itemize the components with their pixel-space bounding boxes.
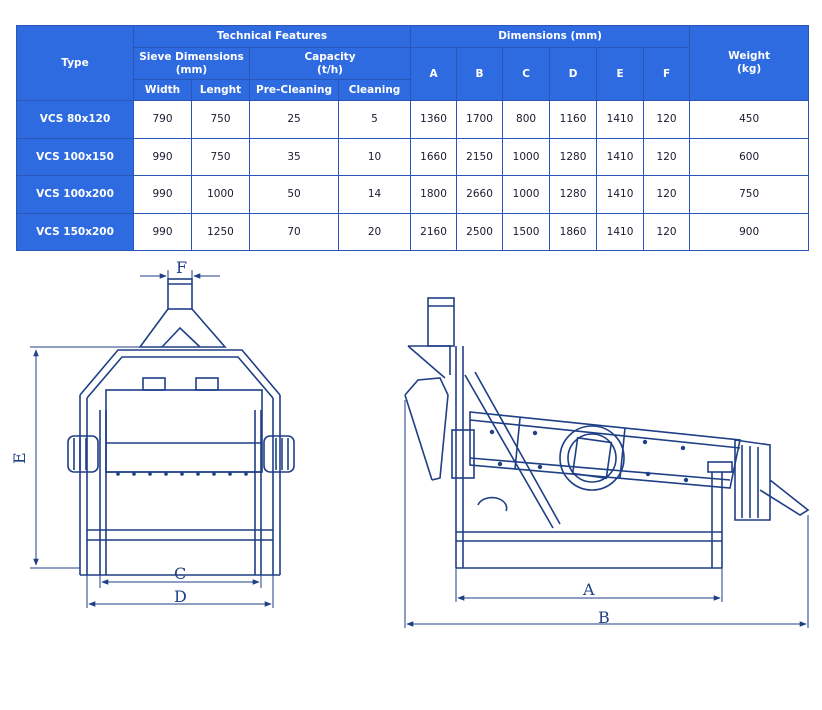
label-b: B: [598, 608, 610, 627]
label-a: A: [582, 580, 595, 599]
cell-e: 1410: [596, 175, 645, 214]
cell-pre-cleaning: 25: [249, 100, 339, 139]
cell-weight: 750: [689, 175, 810, 214]
cell-c: 1500: [502, 212, 551, 251]
cell-pre-cleaning: 70: [249, 212, 339, 251]
header-d: D: [549, 47, 598, 101]
side-view-bolts: [489, 429, 689, 483]
cell-c: 800: [502, 100, 551, 139]
header-f: F: [643, 47, 691, 101]
header-cleaning: Cleaning: [337, 79, 412, 101]
cell-width: 990: [133, 175, 192, 214]
cell-d: 1280: [549, 175, 598, 214]
cell-e: 1410: [596, 100, 645, 139]
cell-pre-cleaning: 35: [249, 137, 339, 176]
row-type: VCS 80x120: [16, 100, 134, 139]
machine-drawings: F E C D: [10, 258, 810, 628]
table-row: VCS 80x120 790 750 25 5 1360 1700 800 11…: [16, 100, 810, 139]
cell-f: 120: [643, 175, 691, 214]
cell-d: 1160: [549, 100, 598, 139]
cell-d: 1860: [549, 212, 598, 251]
row-type: VCS 100x150: [16, 137, 134, 176]
cell-f: 120: [643, 212, 691, 251]
cell-width: 990: [133, 212, 192, 251]
side-view-drawing: [404, 297, 810, 569]
header-lenght: Lenght: [191, 79, 250, 101]
cell-f: 120: [643, 100, 691, 139]
header-capacity: Capacity (t/h): [248, 47, 412, 80]
cell-f: 120: [643, 137, 691, 176]
row-type: VCS 100x200: [16, 175, 134, 214]
front-view-drawing: [67, 278, 295, 576]
specification-table: Type Technical Features Dimensions (mm) …: [16, 25, 810, 251]
side-dimension-lines: [404, 400, 809, 628]
header-a: A: [410, 47, 458, 101]
cell-a: 1360: [410, 100, 458, 139]
label-f: F: [176, 258, 187, 277]
cell-cleaning: 20: [337, 212, 412, 251]
cell-weight: 600: [689, 137, 810, 176]
cell-weight: 450: [689, 100, 810, 139]
cell-b: 2150: [456, 137, 504, 176]
cell-weight: 900: [689, 212, 810, 251]
cell-lenght: 750: [191, 137, 250, 176]
header-sieve-dimensions: Sieve Dimensions (mm): [133, 47, 250, 80]
header-pre-cleaning: Pre-Cleaning: [249, 79, 339, 101]
cell-width: 990: [133, 137, 192, 176]
cell-c: 1000: [502, 175, 551, 214]
cell-cleaning: 14: [337, 175, 412, 214]
cell-cleaning: 5: [337, 100, 412, 139]
header-c: C: [502, 47, 551, 101]
header-weight: Weight (kg): [689, 25, 810, 101]
cell-d: 1280: [549, 137, 598, 176]
cell-a: 1800: [410, 175, 458, 214]
cell-cleaning: 10: [337, 137, 412, 176]
cell-b: 2500: [456, 212, 504, 251]
cell-lenght: 1250: [191, 212, 250, 251]
header-technical-features: Technical Features: [132, 25, 412, 48]
header-e: E: [596, 47, 645, 101]
cell-a: 1660: [410, 137, 458, 176]
row-type: VCS 150x200: [16, 212, 134, 251]
cell-b: 2660: [456, 175, 504, 214]
front-view-bolts: [116, 472, 248, 476]
cell-b: 1700: [456, 100, 504, 139]
header-type: Type: [16, 25, 134, 101]
label-e: E: [10, 452, 29, 464]
header-width: Width: [133, 79, 192, 101]
header-dimensions: Dimensions (mm): [410, 25, 691, 48]
cell-e: 1410: [596, 137, 645, 176]
header-b: B: [456, 47, 504, 101]
table-row: VCS 100x200 990 1000 50 14 1800 2660 100…: [16, 175, 810, 214]
label-c: C: [174, 564, 186, 583]
cell-pre-cleaning: 50: [249, 175, 339, 214]
cell-lenght: 750: [191, 100, 250, 139]
table-row: VCS 150x200 990 1250 70 20 2160 2500 150…: [16, 212, 810, 251]
table-row: VCS 100x150 990 750 35 10 1660 2150 1000…: [16, 137, 810, 176]
cell-e: 1410: [596, 212, 645, 251]
cell-width: 790: [133, 100, 192, 139]
front-dimension-lines: [30, 270, 274, 608]
cell-c: 1000: [502, 137, 551, 176]
label-d: D: [174, 587, 187, 606]
cell-a: 2160: [410, 212, 458, 251]
cell-lenght: 1000: [191, 175, 250, 214]
